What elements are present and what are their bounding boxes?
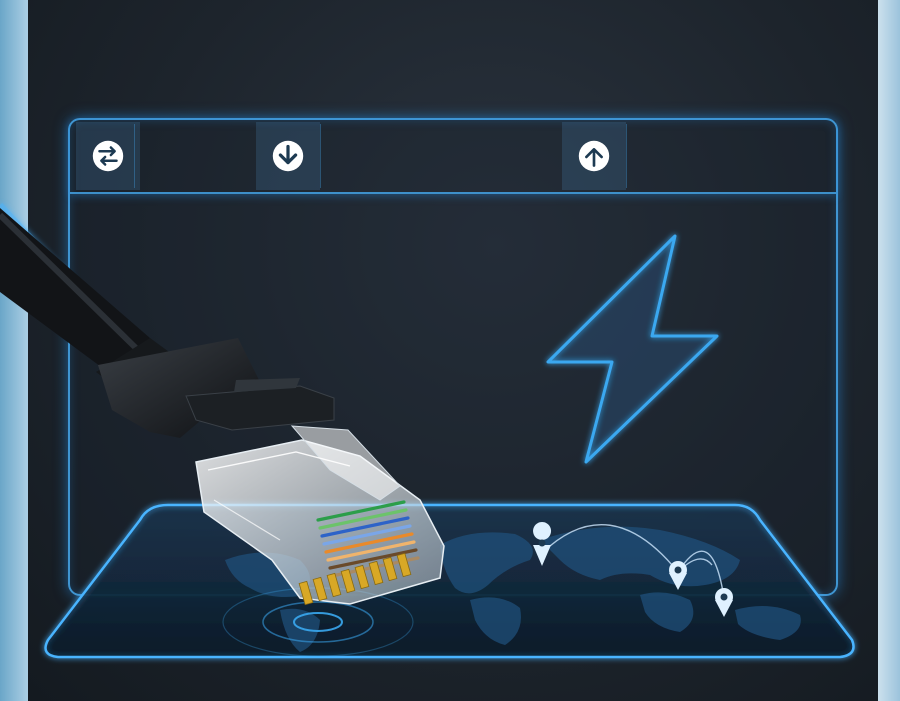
transfer-button[interactable]	[76, 122, 140, 190]
toolbar-divider	[320, 124, 321, 188]
ethernet-cable	[0, 202, 445, 606]
location-pin-icon	[533, 522, 552, 566]
location-pin-icon	[715, 588, 733, 617]
lightning-bolt-icon	[546, 234, 719, 464]
upload-arrow-icon	[578, 140, 610, 172]
swap-arrows-icon	[92, 140, 124, 172]
download-arrow-icon	[272, 140, 304, 172]
toolbar-divider	[134, 124, 135, 188]
world-map-platform	[44, 503, 855, 659]
download-button[interactable]	[256, 122, 320, 190]
location-pin-icon	[669, 561, 687, 590]
gold-contacts	[298, 552, 412, 606]
upload-button[interactable]	[562, 122, 626, 190]
toolbar-divider	[626, 124, 627, 188]
toolbar	[70, 120, 836, 194]
